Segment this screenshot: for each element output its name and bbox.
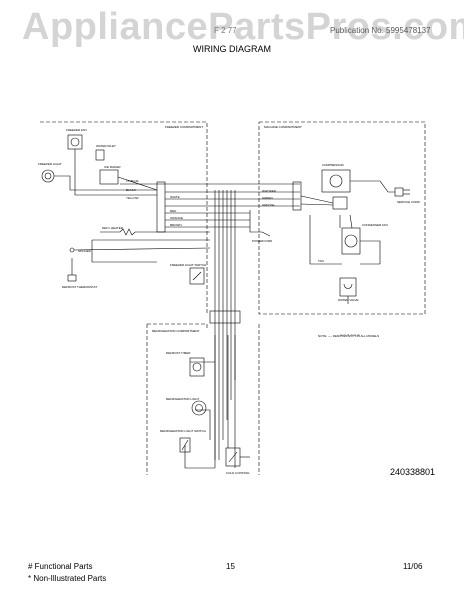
- defrost-thermostat-label: DEFROST THERMOSTAT: [62, 285, 97, 289]
- freezer-compartment-label: FREEZER COMPARTMENT: [165, 125, 203, 129]
- machine-compartment-border: [258, 121, 426, 315]
- water-valve-label: WATER VALVE: [338, 298, 359, 302]
- cold-control-label: COLD CONTROL: [226, 471, 250, 475]
- wire-label-blue: LT. BLUE: [126, 179, 138, 183]
- wire-label-tan: TAN: [318, 259, 324, 263]
- freezer-compartment-border: [40, 121, 208, 314]
- powercord-label: POWERCORD: [252, 239, 273, 243]
- wire-label-grnyel: GRN/YEL: [262, 203, 276, 207]
- publication-number: Publication No. 5995478137: [330, 26, 431, 35]
- freezer-fan-label: FREEZER FAN: [66, 128, 87, 132]
- note-text: NOTE: ---- DENOTES NOT ON ALL MODELS: [318, 334, 379, 338]
- water-inlet-label: WATER INLET: [96, 144, 116, 148]
- page-title: WIRING DIAGRAM: [193, 44, 271, 54]
- refrigerator-light-symbol: [191, 400, 207, 416]
- ice-maker-label: ICE MAKER: [104, 165, 121, 169]
- wire-label-brown: BROWN: [170, 223, 182, 227]
- defrost-timer-symbol: [189, 357, 205, 377]
- defrost-heater-label: DEF'L HEATER: [102, 226, 124, 230]
- condenser-fan-label: CONDENSER FAN: [362, 223, 388, 227]
- harness-horizontal: [120, 183, 300, 228]
- cold-control-symbol: [225, 447, 250, 467]
- model-number: F 2 77: [214, 26, 237, 35]
- powercord-symbol: [249, 210, 271, 237]
- service-cord-symbol: [394, 187, 410, 197]
- defrost-thermostat-symbol: [67, 258, 77, 282]
- water-valve-symbol: [339, 277, 357, 304]
- condenser-fan-symbol: [309, 214, 381, 265]
- watermark: AppliancePartsPros.com: [22, 6, 464, 48]
- defrost-heater-symbol: [91, 228, 210, 263]
- freezer-light-label: FREEZER LIGHT: [38, 162, 62, 166]
- ice-maker-symbol: [99, 169, 158, 191]
- refrigerator-light-switch-symbol: [179, 437, 191, 453]
- freezer-fan-symbol: [67, 134, 83, 170]
- wire-label-black: BLACK: [126, 188, 136, 192]
- water-inlet-symbol: [95, 149, 105, 161]
- wire-label-red: RED: [170, 209, 177, 213]
- defrost-timer-label: DEFROST TIMER: [166, 351, 191, 355]
- diagram-id: 240338801: [390, 467, 436, 477]
- refrigerator-light-label: REFRIGERATOR LIGHT: [166, 397, 199, 401]
- page-number: 15: [226, 562, 235, 571]
- refrigerator-compartment-label: REFRIGERATOR COMPARTMENT: [152, 329, 200, 333]
- wire-label-white: WHITE: [170, 195, 180, 199]
- footnote-functional: # Functional Parts: [28, 562, 93, 571]
- wire-label-green: GREEN: [262, 196, 273, 200]
- harness-vertical: [214, 190, 236, 460]
- footnote-non-illustrated: * Non-Illustrated Parts: [28, 574, 107, 583]
- refrigerator-light-switch-label: REFRIGERATOR LIGHT SWITCH: [160, 429, 206, 433]
- splicer-symbol: [69, 247, 211, 253]
- wire-label-whtred: WHT/RED: [262, 189, 277, 193]
- compressor-label: COMPRESSOR: [322, 163, 345, 167]
- machine-compartment-label: MACHINE COMPARTMENT: [264, 125, 302, 129]
- freezer-light-switch-symbol: [189, 267, 205, 285]
- service-cord-label: SERVICE CORD: [397, 200, 421, 204]
- splicer-label: SPLICER: [78, 249, 92, 253]
- compressor-symbol: [300, 169, 395, 210]
- refrigerator-wiring: [184, 335, 236, 469]
- connector-harness: [209, 310, 241, 324]
- freezer-light-switch-label: FREEZER LIGHT SWITCH: [170, 263, 206, 267]
- wire-label-yellow: YELLOW: [126, 196, 139, 200]
- freezer-light-symbol: [41, 169, 157, 191]
- connector-freezer: [156, 181, 166, 233]
- wire-label-orange: ORANGE: [170, 216, 183, 220]
- revision-date: 11/06: [403, 562, 423, 571]
